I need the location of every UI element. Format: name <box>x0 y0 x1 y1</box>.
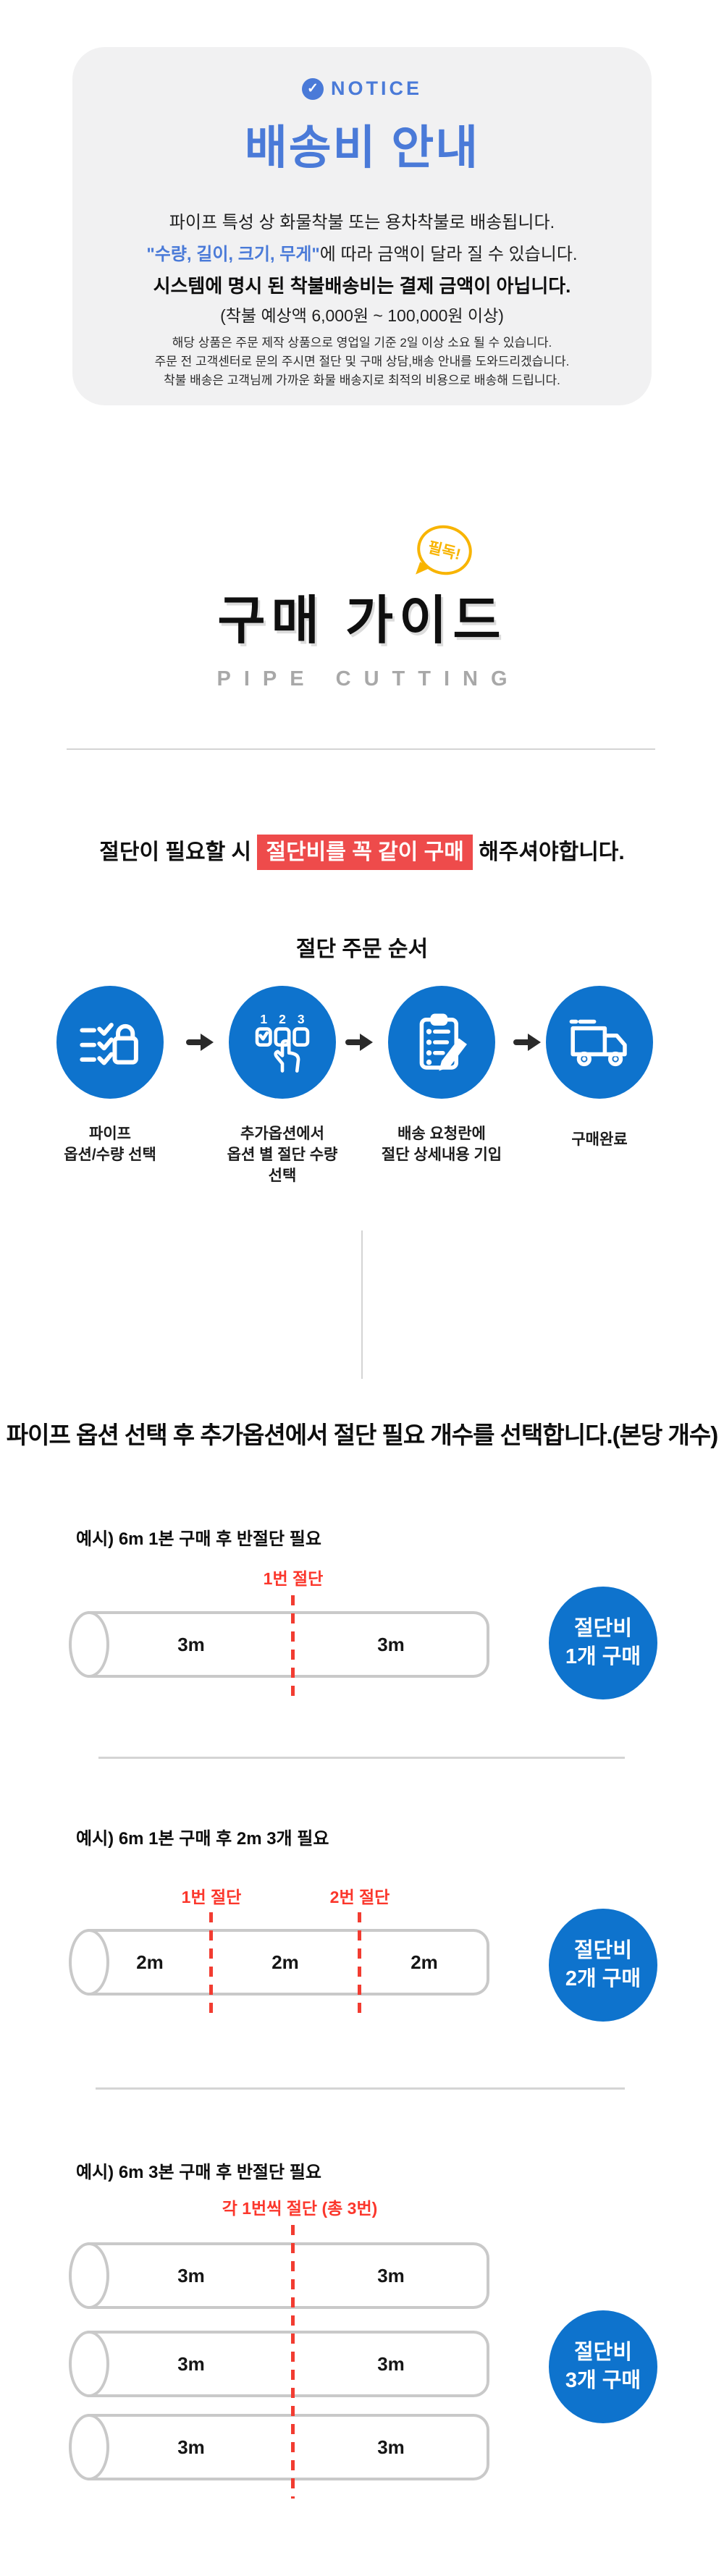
notice-line-4: (착불 예상액 6,000원 ~ 100,000원 이상) <box>220 306 504 325</box>
svg-text:1: 1 <box>260 1012 267 1026</box>
shipping-fee-title: 배송비 안내 <box>244 122 480 174</box>
badge-line-1: 절단비 <box>573 1939 633 1962</box>
notice-line-2-rest: 에 따라 금액이 달라 질 수 있습니다. <box>319 245 578 264</box>
order-steps-title: 절단 주문 순서 <box>295 937 429 961</box>
notice-label: NOTICE <box>330 77 422 99</box>
badge-line-2: 1개 구매 <box>565 1645 641 1668</box>
segment-length-label: 3m <box>177 1634 205 1655</box>
example-1-cut-label: 1번 절단 <box>263 1569 324 1588</box>
pipe-diagram: 2m 2m 2m <box>69 1929 489 1996</box>
truck-icon <box>569 1019 627 1067</box>
notice-line-1: 파이프 특성 상 화물착불 또는 용차착불로 배송됩니다. <box>169 213 555 232</box>
step-4-circle <box>546 986 653 1099</box>
options-checklist-icon <box>80 1023 138 1065</box>
must-read-bubble: 필독! <box>411 519 478 581</box>
cut-fee-prefix: 절단이 필요할 시 <box>99 840 258 864</box>
pipe-end-cap <box>69 1611 109 1678</box>
notice-header: ✓ NOTICE <box>72 77 652 100</box>
example-2-cut-label-2: 2번 절단 <box>329 1888 390 1906</box>
example-2-title: 예시) 6m 1본 구매 후 2m 3개 필요 <box>76 1829 329 1849</box>
segment-length-label: 3m <box>377 2353 405 2375</box>
segment-length-label: 2m <box>136 1951 164 1973</box>
bubble-tail <box>413 562 430 580</box>
pipe-body <box>88 1611 489 1678</box>
section-divider <box>98 1757 625 1759</box>
check-circle-icon: ✓ <box>301 77 324 100</box>
cut-line-dashed <box>291 2225 295 2499</box>
pipe-end-cap <box>69 2414 109 2480</box>
segment-length-label: 3m <box>377 2265 405 2286</box>
step-2-label: 추가옵션에서 옵션 별 절단 수량 선택 <box>227 1126 338 1184</box>
pipe-diagram: 3m 3m <box>69 2331 489 2397</box>
segment-length-label: 3m <box>177 2353 205 2375</box>
arrow-right-icon <box>513 1034 541 1051</box>
selection-instruction: 파이프 옵션 선택 후 추가옵션에서 절단 필요 개수를 선택합니다.(본당 개… <box>6 1422 718 1448</box>
delivery-note-icon <box>419 1013 467 1071</box>
notice-note-3: 착불 배송은 고객님께 가까운 화물 배송지로 최적의 비용으로 배송해 드립니… <box>164 373 560 387</box>
segment-length-label: 3m <box>177 2436 205 2458</box>
segment-length-label: 3m <box>177 2265 205 2286</box>
pipe-body <box>88 2414 489 2480</box>
section-divider <box>67 748 655 750</box>
segment-length-label: 2m <box>411 1951 438 1973</box>
cut-fee-suffix: 해주셔야합니다. <box>472 840 625 864</box>
example-2-fee-badge: 절단비 2개 구매 <box>549 1909 657 2022</box>
arrow-right-icon <box>186 1034 214 1051</box>
step-1-label: 파이프 옵션/수량 선택 <box>64 1126 156 1163</box>
cut-line-dashed <box>209 1912 213 2015</box>
notice-note-1: 해당 상품은 주문 제작 상품으로 영업일 기준 2일 이상 소요 될 수 있습… <box>172 336 552 350</box>
step-3-circle <box>388 986 495 1099</box>
notice-line-2-emphasis: "수량, 길이, 크기, 무게" <box>146 245 320 264</box>
example-3-cut-label: 각 1번씩 절단 (총 3번) <box>222 2199 378 2218</box>
notice-line-3: 시스템에 명시 된 착불배송비는 결제 금액이 아닙니다. <box>153 275 571 297</box>
example-3-fee-badge: 절단비 3개 구매 <box>549 2310 657 2423</box>
notice-line-2: "수량, 길이, 크기, 무게"에 따라 금액이 달라 질 수 있습니다. <box>72 240 652 265</box>
example-1-fee-badge: 절단비 1개 구매 <box>549 1587 657 1699</box>
pipe-diagram: 3m 3m <box>69 2242 489 2309</box>
pipe-cutting-subtitle: PIPE CUTTING <box>216 667 521 691</box>
shipping-notice-box: ✓ NOTICE 배송비 안내 파이프 특성 상 화물착불 또는 용차착불로 배… <box>72 47 652 405</box>
notice-note-2: 주문 전 고객센터로 문의 주시면 절단 및 구매 상담,배송 안내를 도와드리… <box>154 355 570 368</box>
pipe-body <box>88 2242 489 2309</box>
svg-text:3: 3 <box>298 1012 305 1026</box>
pipe-diagram: 3m 3m <box>69 2414 489 2480</box>
cut-fee-highlight: 절단비를 꼭 같이 구매 <box>257 835 473 870</box>
segment-length-label: 3m <box>377 2436 405 2458</box>
badge-line-1: 절단비 <box>573 1617 633 1640</box>
example-2-cut-label-1: 1번 절단 <box>181 1888 242 1906</box>
pipe-body <box>88 2331 489 2397</box>
pipe-end-cap <box>69 2331 109 2397</box>
pipe-body <box>88 1929 489 1996</box>
badge-line-1: 절단비 <box>573 2341 633 2364</box>
example-1-title: 예시) 6m 1본 구매 후 반절단 필요 <box>76 1529 321 1549</box>
pipe-diagram: 3m 3m <box>69 1611 489 1678</box>
segment-length-label: 3m <box>377 1634 405 1655</box>
vertical-connector-line <box>361 1230 363 1379</box>
cut-line-dashed <box>291 1595 295 1698</box>
svg-text:2: 2 <box>279 1012 286 1026</box>
notice-small-notes: 해당 상품은 주문 제작 상품으로 영업일 기준 2일 이상 소요 될 수 있습… <box>72 334 652 390</box>
cut-line-dashed <box>358 1912 361 2015</box>
arrow-right-icon <box>345 1034 373 1051</box>
badge-line-2: 2개 구매 <box>565 1967 641 1990</box>
step-3-label: 배송 요청란에 절단 상세내용 기입 <box>381 1126 502 1163</box>
example-3-title: 예시) 6m 3본 구매 후 반절단 필요 <box>76 2163 321 2182</box>
pipe-end-cap <box>69 2242 109 2309</box>
pipe-end-cap <box>69 1929 109 1996</box>
section-divider <box>96 2087 625 2090</box>
must-read-label: 필독! <box>426 539 463 564</box>
badge-line-2: 3개 구매 <box>565 2369 641 2392</box>
purchase-guide-title: 구매 가이드 <box>217 592 507 650</box>
step-4-label: 구매완료 <box>571 1131 628 1148</box>
step-1-circle <box>56 986 164 1099</box>
segment-length-label: 2m <box>272 1951 299 1973</box>
cut-fee-notice: 절단이 필요할 시 절단비를 꼭 같이 구매 해주셔야합니다. <box>0 834 724 870</box>
